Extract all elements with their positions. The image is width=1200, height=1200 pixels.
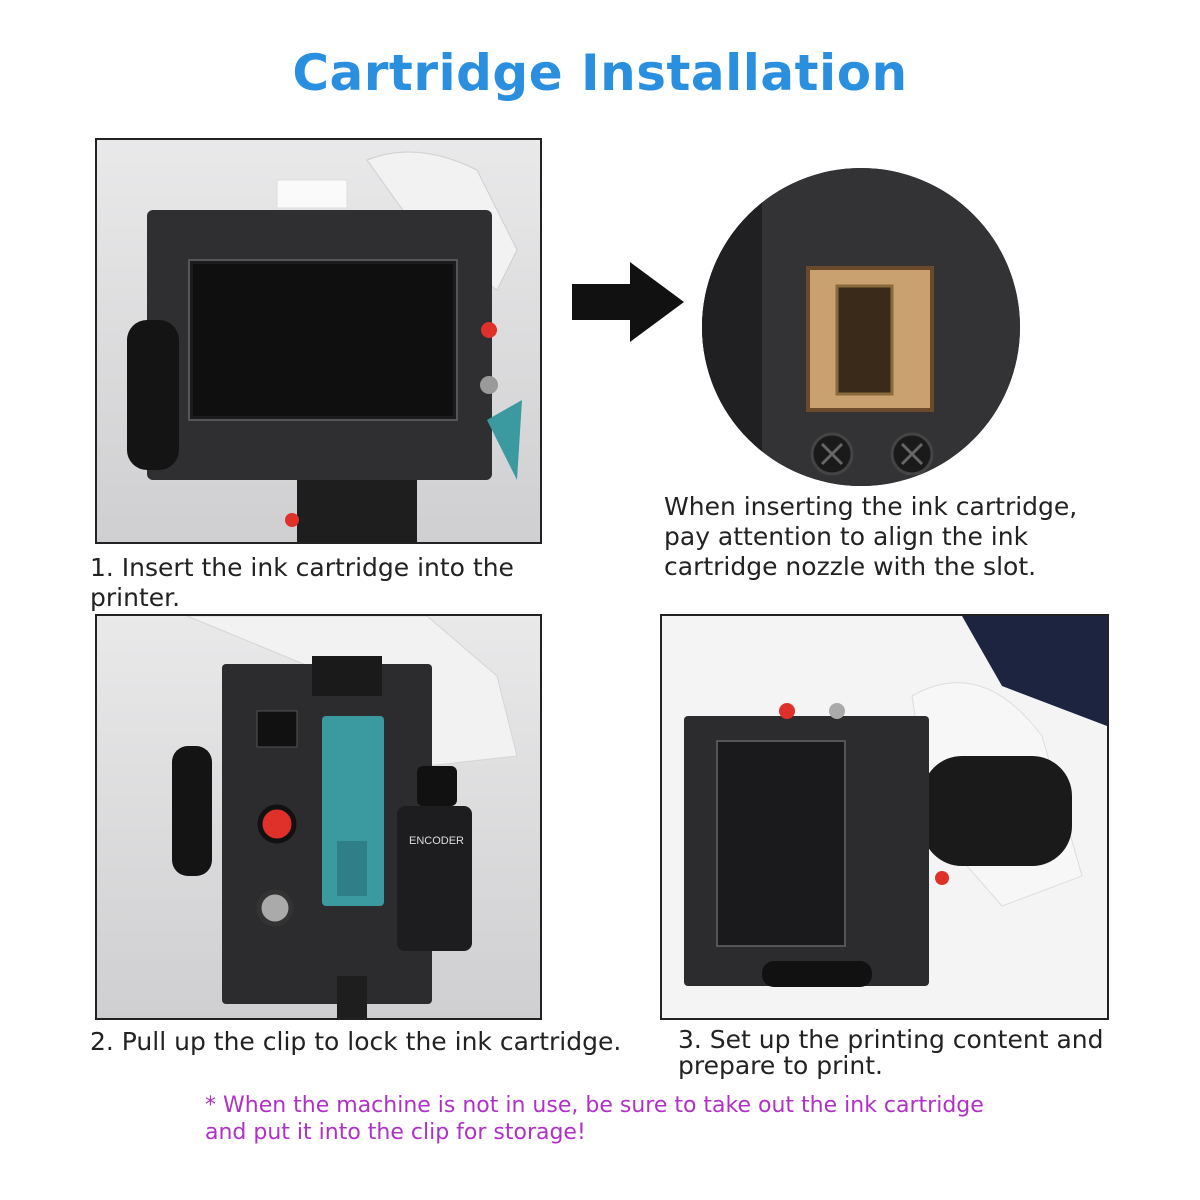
step3-caption: 3. Set up the printing content and prepa… [678, 1025, 1104, 1080]
arrow-right-icon [572, 262, 684, 342]
step1-caption: 1. Insert the ink cartridge into the pri… [90, 553, 514, 612]
page-title: Cartridge Installation [292, 44, 908, 102]
storage-note: * When the machine is not in use, be sur… [205, 1093, 984, 1145]
printer-side-image: ENCODER [172, 616, 518, 1018]
slot-closeup-image [702, 168, 1020, 486]
step2-caption: 2. Pull up the clip to lock the ink cart… [90, 1027, 622, 1056]
printer-ready-image [662, 616, 1107, 1018]
printer-front-image [127, 151, 522, 542]
step2-photo: ENCODER [95, 614, 542, 1020]
encoder-label: ENCODER [409, 835, 464, 847]
alignment-caption: When inserting the ink cartridge, pay at… [664, 492, 1078, 581]
step1-photo [95, 138, 542, 544]
step3-photo [660, 614, 1109, 1020]
